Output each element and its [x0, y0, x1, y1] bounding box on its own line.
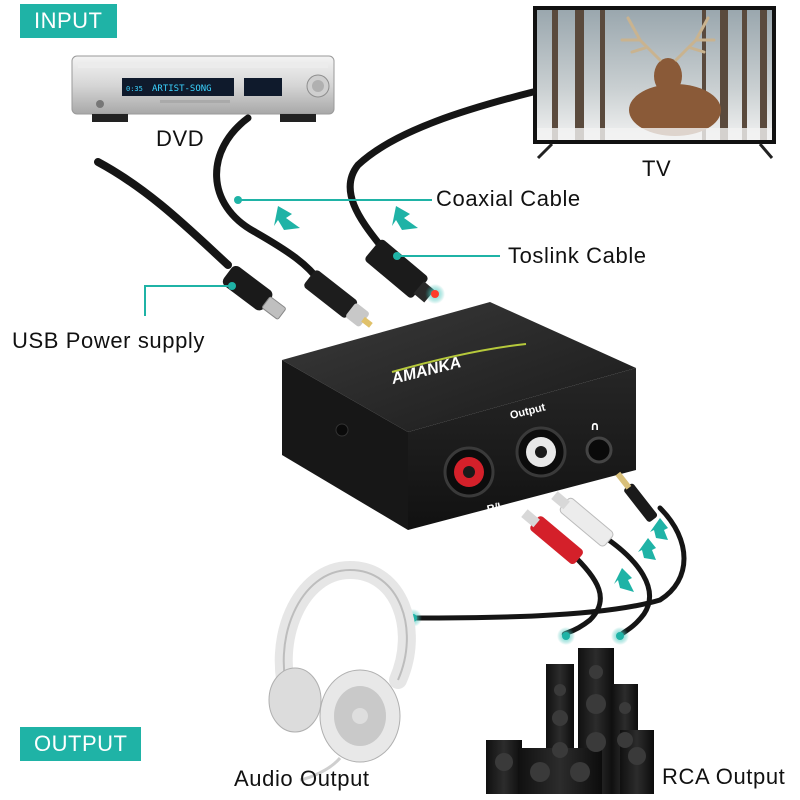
converter-side: [282, 360, 408, 530]
toslink-cable-label: Toslink Cable: [508, 243, 647, 268]
headphone-jack: [585, 436, 613, 464]
converter-top: [282, 302, 636, 432]
usb-cable-line: [94, 158, 232, 269]
callout-dot: [393, 252, 401, 260]
speakers-illustration: [486, 648, 654, 794]
dvd-foot: [280, 114, 316, 122]
callout-dot: [234, 196, 242, 204]
rca-red-plug: [521, 509, 583, 565]
deer-image: [629, 58, 721, 136]
callout-lines: [144, 199, 500, 316]
audio-output-label: Audio Output: [234, 766, 370, 791]
rca-white-plug: [551, 491, 614, 547]
callout-dot: [228, 282, 236, 290]
arrow-icon: [650, 518, 668, 540]
dvd-label: DVD: [156, 126, 205, 151]
arrow-icon: [638, 538, 656, 560]
side-port: [335, 423, 349, 437]
converter-box: [282, 302, 636, 530]
usb-connector: [222, 265, 286, 320]
coaxial-cable-label: Coaxial Cable: [436, 186, 581, 211]
arrow-icon: [392, 206, 418, 230]
coaxial-cable-line: [213, 114, 324, 286]
dvd-display-counter: 0:35: [126, 85, 143, 93]
dvd-display: [122, 78, 234, 96]
rca-output-label: RCA Output: [662, 764, 786, 789]
arrow-icon: [614, 568, 634, 592]
tv-illustration: [533, 6, 776, 160]
rl-port-label: R/L: [486, 500, 506, 516]
output-section-tag: OUTPUT: [20, 727, 142, 761]
toslink-connector: [365, 239, 445, 304]
usb-power-supply-label: USB Power supply: [12, 328, 206, 353]
headphone-icon: ∩: [590, 419, 600, 433]
deer-antlers: [620, 16, 716, 62]
input-section-tag: INPUT: [20, 4, 117, 38]
coaxial-connector: [304, 270, 373, 328]
tv-trees: [552, 10, 767, 140]
cables-upper: [94, 88, 537, 286]
arrow-icon: [274, 206, 300, 230]
toslink-cable-line: [346, 88, 537, 249]
dvd-foot: [92, 114, 128, 122]
usb-callout-line: [144, 285, 232, 316]
tv-label: TV: [642, 156, 672, 181]
audio-3.5mm-plug: [615, 471, 658, 522]
dvd-display-track: ARTIST-SONG: [152, 84, 212, 94]
headphones-illustration: [268, 560, 416, 782]
dvd-player-illustration: [71, 55, 335, 122]
flow-arrows: [274, 206, 668, 592]
